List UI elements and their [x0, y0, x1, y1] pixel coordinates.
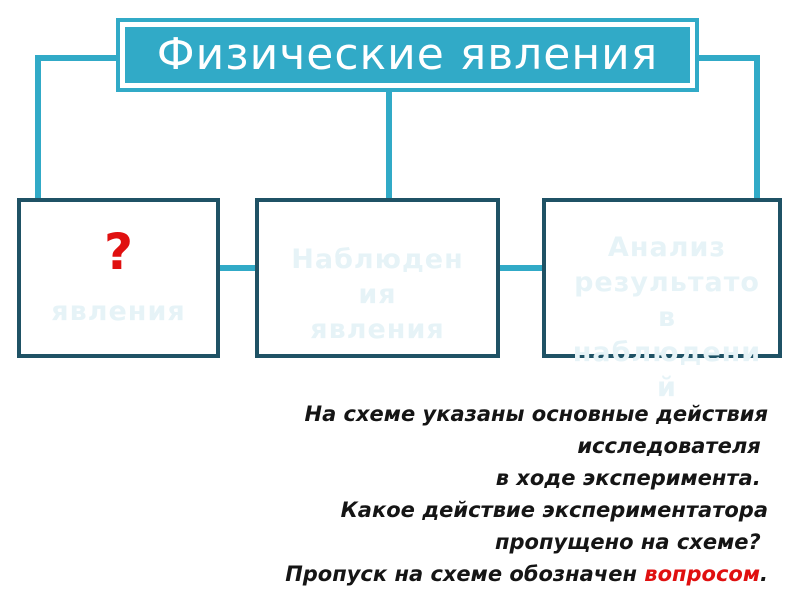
question-mark: ?	[103, 223, 133, 281]
box-observation: Наблюден ия явления	[255, 198, 500, 358]
box-text-line: явления	[310, 314, 445, 345]
question-line: пропущено на схеме?	[495, 530, 768, 554]
box-text-line: ия	[358, 279, 397, 310]
question-line-suffix: .	[760, 562, 768, 586]
box-missing-step: ? явления	[17, 198, 220, 358]
question-text: На схеме указаны основные действия иссле…	[120, 398, 768, 590]
question-last-line: Пропуск на схеме обозначен вопросом.	[120, 558, 768, 590]
connector-right	[695, 55, 760, 198]
box-observation-text: Наблюден ия явления	[269, 242, 486, 347]
box-text-line: наблюдени	[572, 337, 762, 368]
question-line: исследователя	[577, 434, 768, 458]
box-text-line: Анализ	[607, 232, 727, 263]
box-analysis: Анализ результато в наблюдени й	[542, 198, 782, 403]
question-line: в ходе эксперимента.	[495, 466, 768, 490]
box-text-line: й	[657, 372, 677, 403]
box-missing-step-text: явления	[21, 294, 216, 329]
question-line: На схеме указаны основные действия	[304, 402, 769, 426]
diagram-title: Физические явления	[120, 22, 695, 88]
question-accent-word: вопросом	[644, 562, 761, 586]
connector-left	[35, 55, 120, 198]
question-line: Какое действие экспериментатора	[340, 498, 768, 522]
box-text-line: в	[657, 302, 677, 333]
box-text-line: Наблюден	[291, 244, 464, 275]
box-text-line: явления	[51, 296, 186, 327]
box-analysis-text: Анализ результато в наблюдени й	[556, 230, 778, 405]
box-text-line: результато	[574, 267, 760, 298]
question-line-prefix: Пропуск на схеме обозначен	[285, 562, 645, 586]
